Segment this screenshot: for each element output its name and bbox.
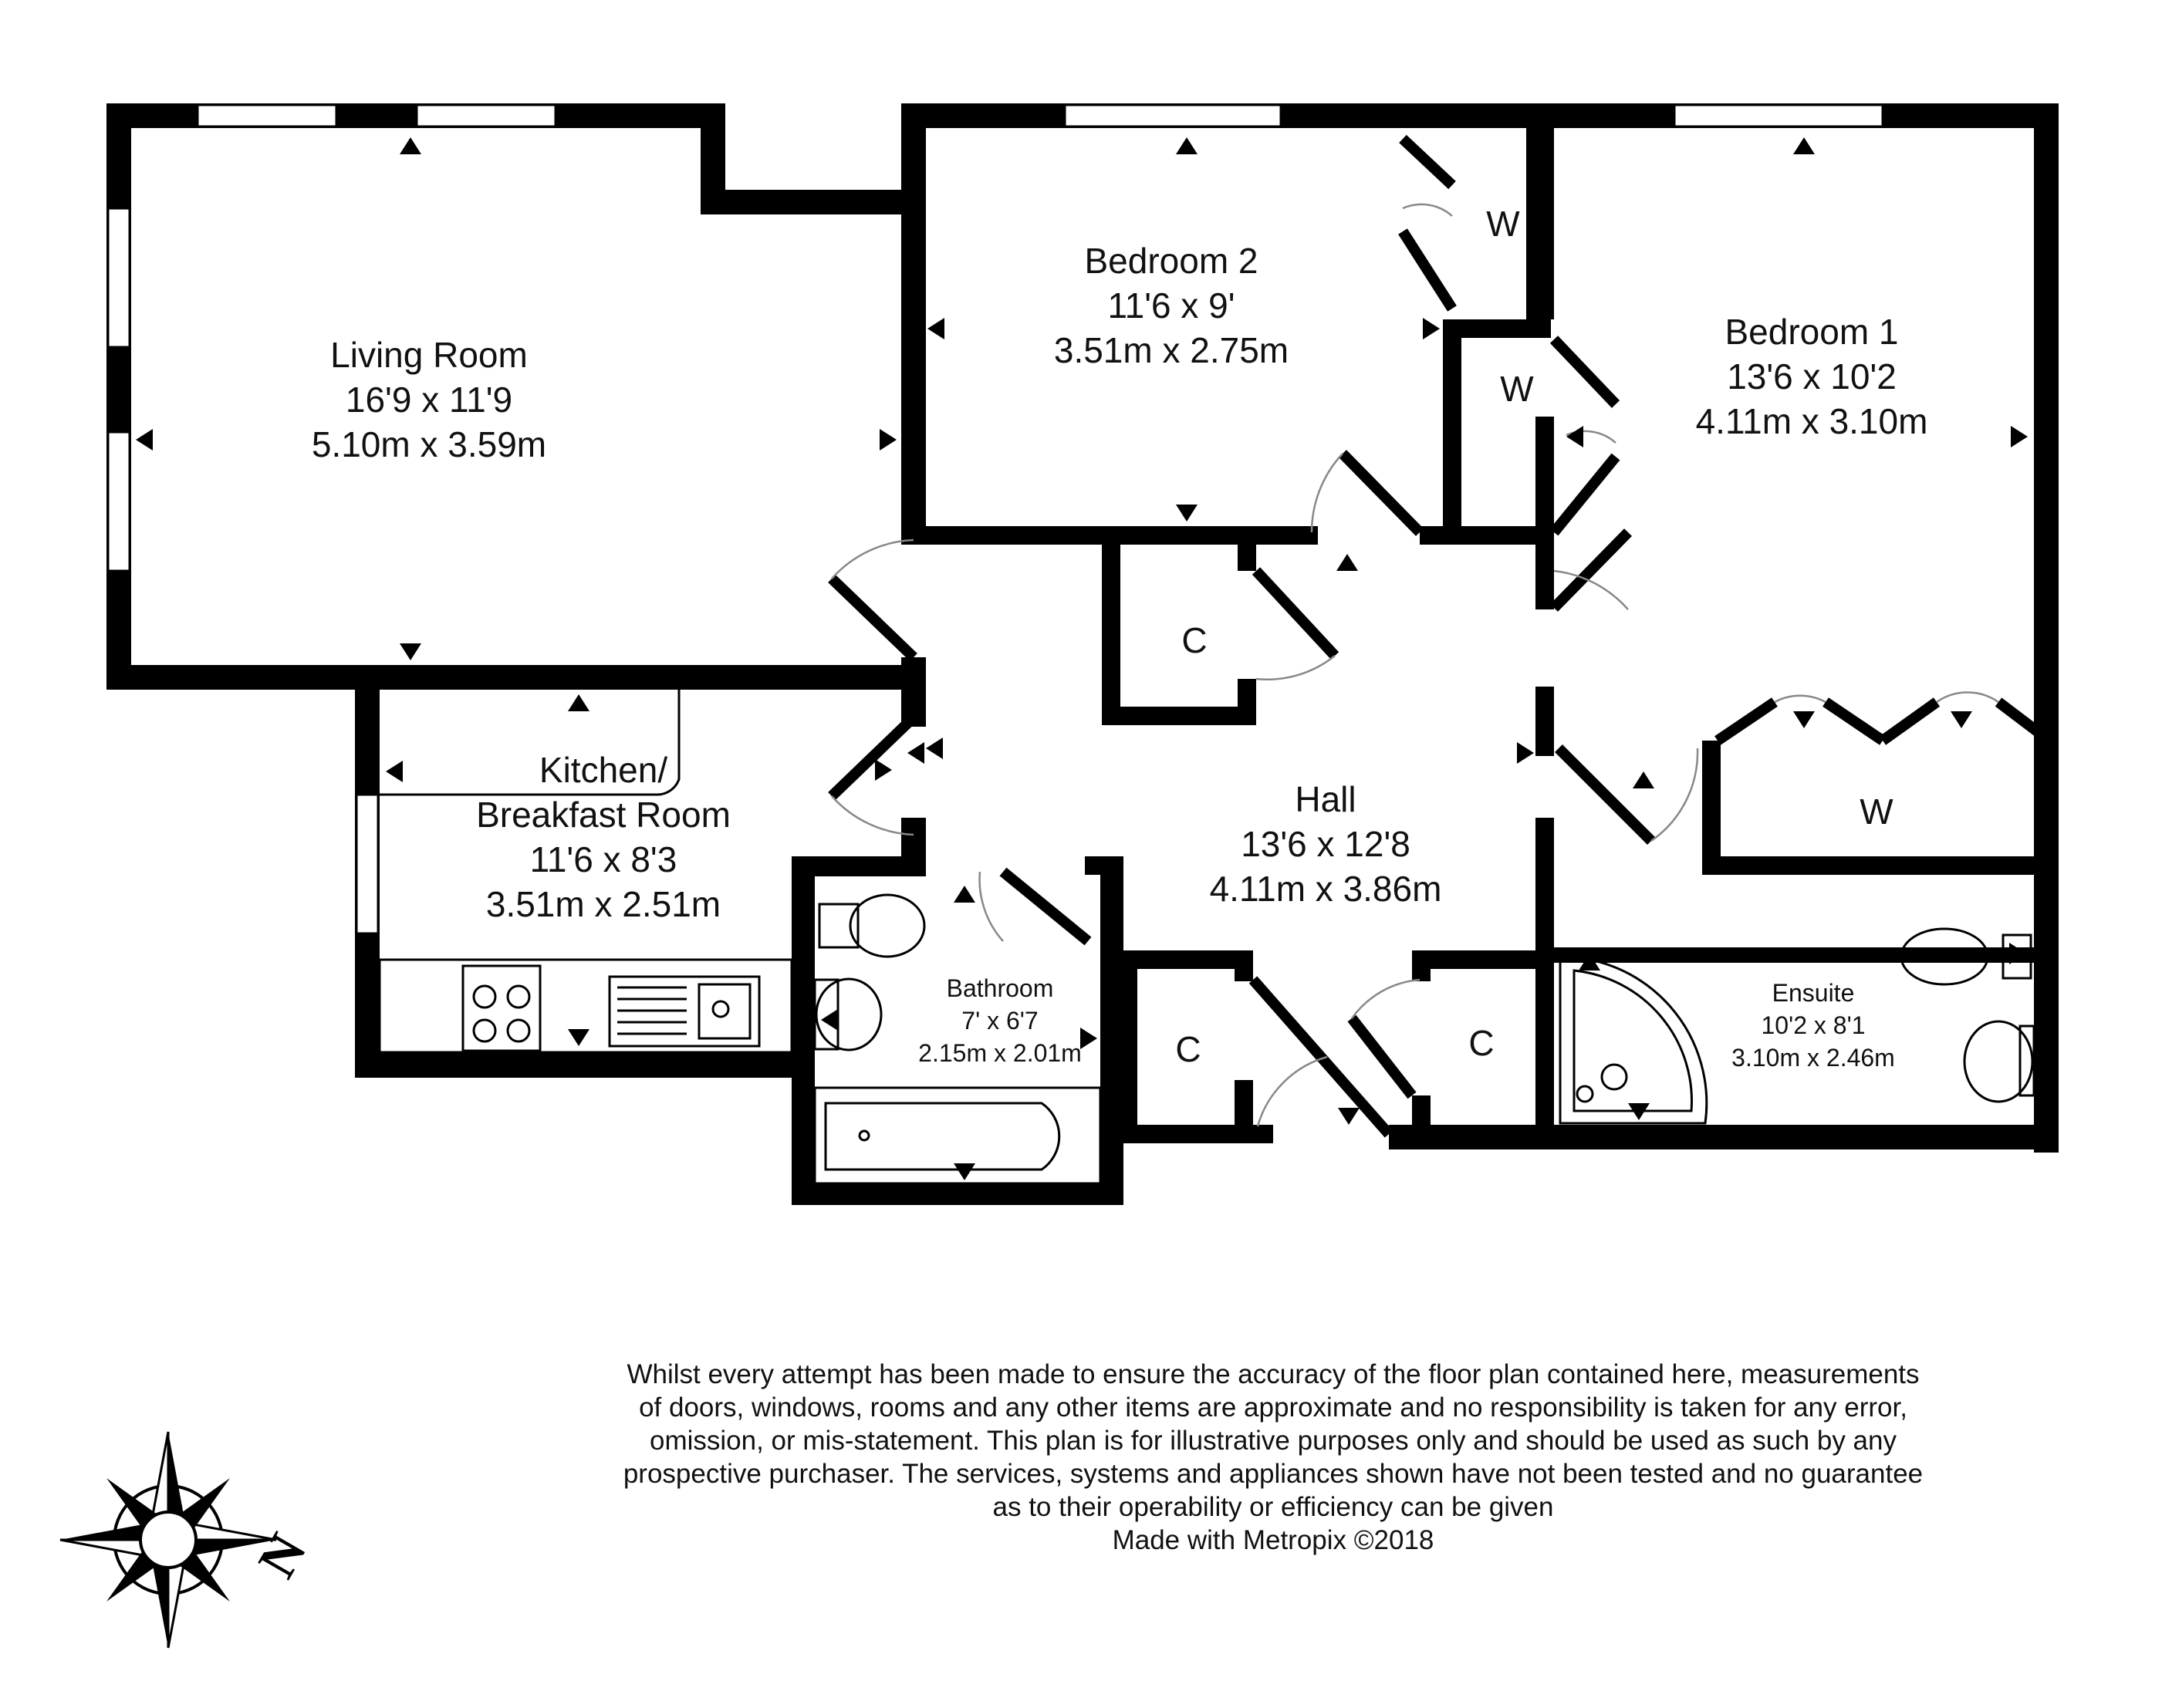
room-dimensions-imperial: 11'6 x 9' <box>1107 285 1235 326</box>
room-living: Living Room 16'9 x 11'9 5.10m x 3.59m <box>312 335 546 464</box>
toilet-icon <box>818 893 926 958</box>
disclaimer-line: of doors, windows, rooms and any other i… <box>639 1392 1907 1423</box>
bath-icon <box>813 1086 1102 1185</box>
disclaimer-credit: Made with Metropix ©2018 <box>1112 1525 1434 1555</box>
disclaimer-line: as to their operability or efficiency ca… <box>992 1492 1554 1522</box>
wardrobe-label: W <box>1860 792 1893 832</box>
room-bedroom-2: Bedroom 2 11'6 x 9' 3.51m x 2.75m <box>1054 241 1289 370</box>
room-name-line-2: Breakfast Room <box>476 795 731 835</box>
room-dimensions-imperial: 10'2 x 8'1 <box>1762 1011 1866 1039</box>
hob-icon <box>461 964 542 1052</box>
dimension-arrows <box>136 137 2028 1180</box>
room-name: Bedroom 1 <box>1725 312 1898 352</box>
room-name: Bedroom 2 <box>1084 241 1258 281</box>
room-kitchen: Kitchen/ Breakfast Room 11'6 x 8'3 3.51m… <box>476 750 731 924</box>
doors <box>828 134 2053 1138</box>
disclaimer-line: omission, or mis-statement. This plan is… <box>650 1426 1897 1456</box>
room-dimensions-metric: 5.10m x 3.59m <box>312 424 546 464</box>
wardrobe-label: W <box>1500 369 1534 409</box>
room-dimensions-imperial: 13'6 x 12'8 <box>1241 824 1410 864</box>
room-name: Living Room <box>330 335 528 375</box>
room-dimensions-imperial: 16'9 x 11'9 <box>346 380 512 420</box>
disclaimer-line: prospective purchaser. The services, sys… <box>623 1459 1924 1489</box>
storage-labels: W W W C C C <box>1175 204 1893 1069</box>
room-dimensions-metric: 4.11m x 3.10m <box>1696 401 1928 441</box>
shower-icon <box>1559 955 1708 1125</box>
basin-icon <box>1963 1020 2035 1103</box>
cupboard-label: C <box>1181 620 1207 660</box>
room-dimensions-metric: 3.10m x 2.46m <box>1731 1044 1895 1072</box>
ensuite-fixtures <box>1559 927 2035 1125</box>
walls <box>106 103 2059 1205</box>
room-dimensions-metric: 3.51m x 2.51m <box>486 884 721 924</box>
kitchen-fixtures <box>378 685 793 1054</box>
room-hall: Hall 13'6 x 12'8 4.11m x 3.86m <box>1210 779 1442 909</box>
room-ensuite: Ensuite 10'2 x 8'1 3.10m x 2.46m <box>1731 979 1895 1072</box>
disclaimer-line: Whilst every attempt has been made to en… <box>627 1359 1920 1389</box>
room-name: Ensuite <box>1772 979 1855 1007</box>
room-dimensions-imperial: 11'6 x 8'3 <box>530 839 677 879</box>
room-dimensions-imperial: 7' x 6'7 <box>961 1007 1038 1035</box>
room-name: Hall <box>1295 779 1356 819</box>
room-dimensions-metric: 3.51m x 2.75m <box>1054 330 1289 370</box>
room-name: Bathroom <box>947 974 1054 1002</box>
room-bedroom-1: Bedroom 1 13'6 x 10'2 4.11m x 3.10m <box>1696 312 1928 441</box>
windows <box>106 103 1884 935</box>
disclaimer: Whilst every attempt has been made to en… <box>556 1358 1991 1557</box>
cupboard-label: C <box>1468 1023 1494 1063</box>
compass-north-label: N <box>247 1524 318 1588</box>
cupboard-label: C <box>1175 1029 1201 1069</box>
wardrobe-label: W <box>1486 204 1520 244</box>
room-name-line-1: Kitchen/ <box>539 750 667 790</box>
room-dimensions-metric: 4.11m x 3.86m <box>1210 869 1442 909</box>
room-dimensions-imperial: 13'6 x 10'2 <box>1727 356 1897 397</box>
room-dimensions-metric: 2.15m x 2.01m <box>918 1039 1082 1067</box>
compass-rose-icon <box>59 1431 277 1649</box>
toilet-icon <box>1900 927 2032 986</box>
room-bathroom: Bathroom 7' x 6'7 2.15m x 2.01m <box>918 974 1082 1067</box>
basin-icon <box>813 977 883 1051</box>
sink-icon <box>608 975 761 1048</box>
